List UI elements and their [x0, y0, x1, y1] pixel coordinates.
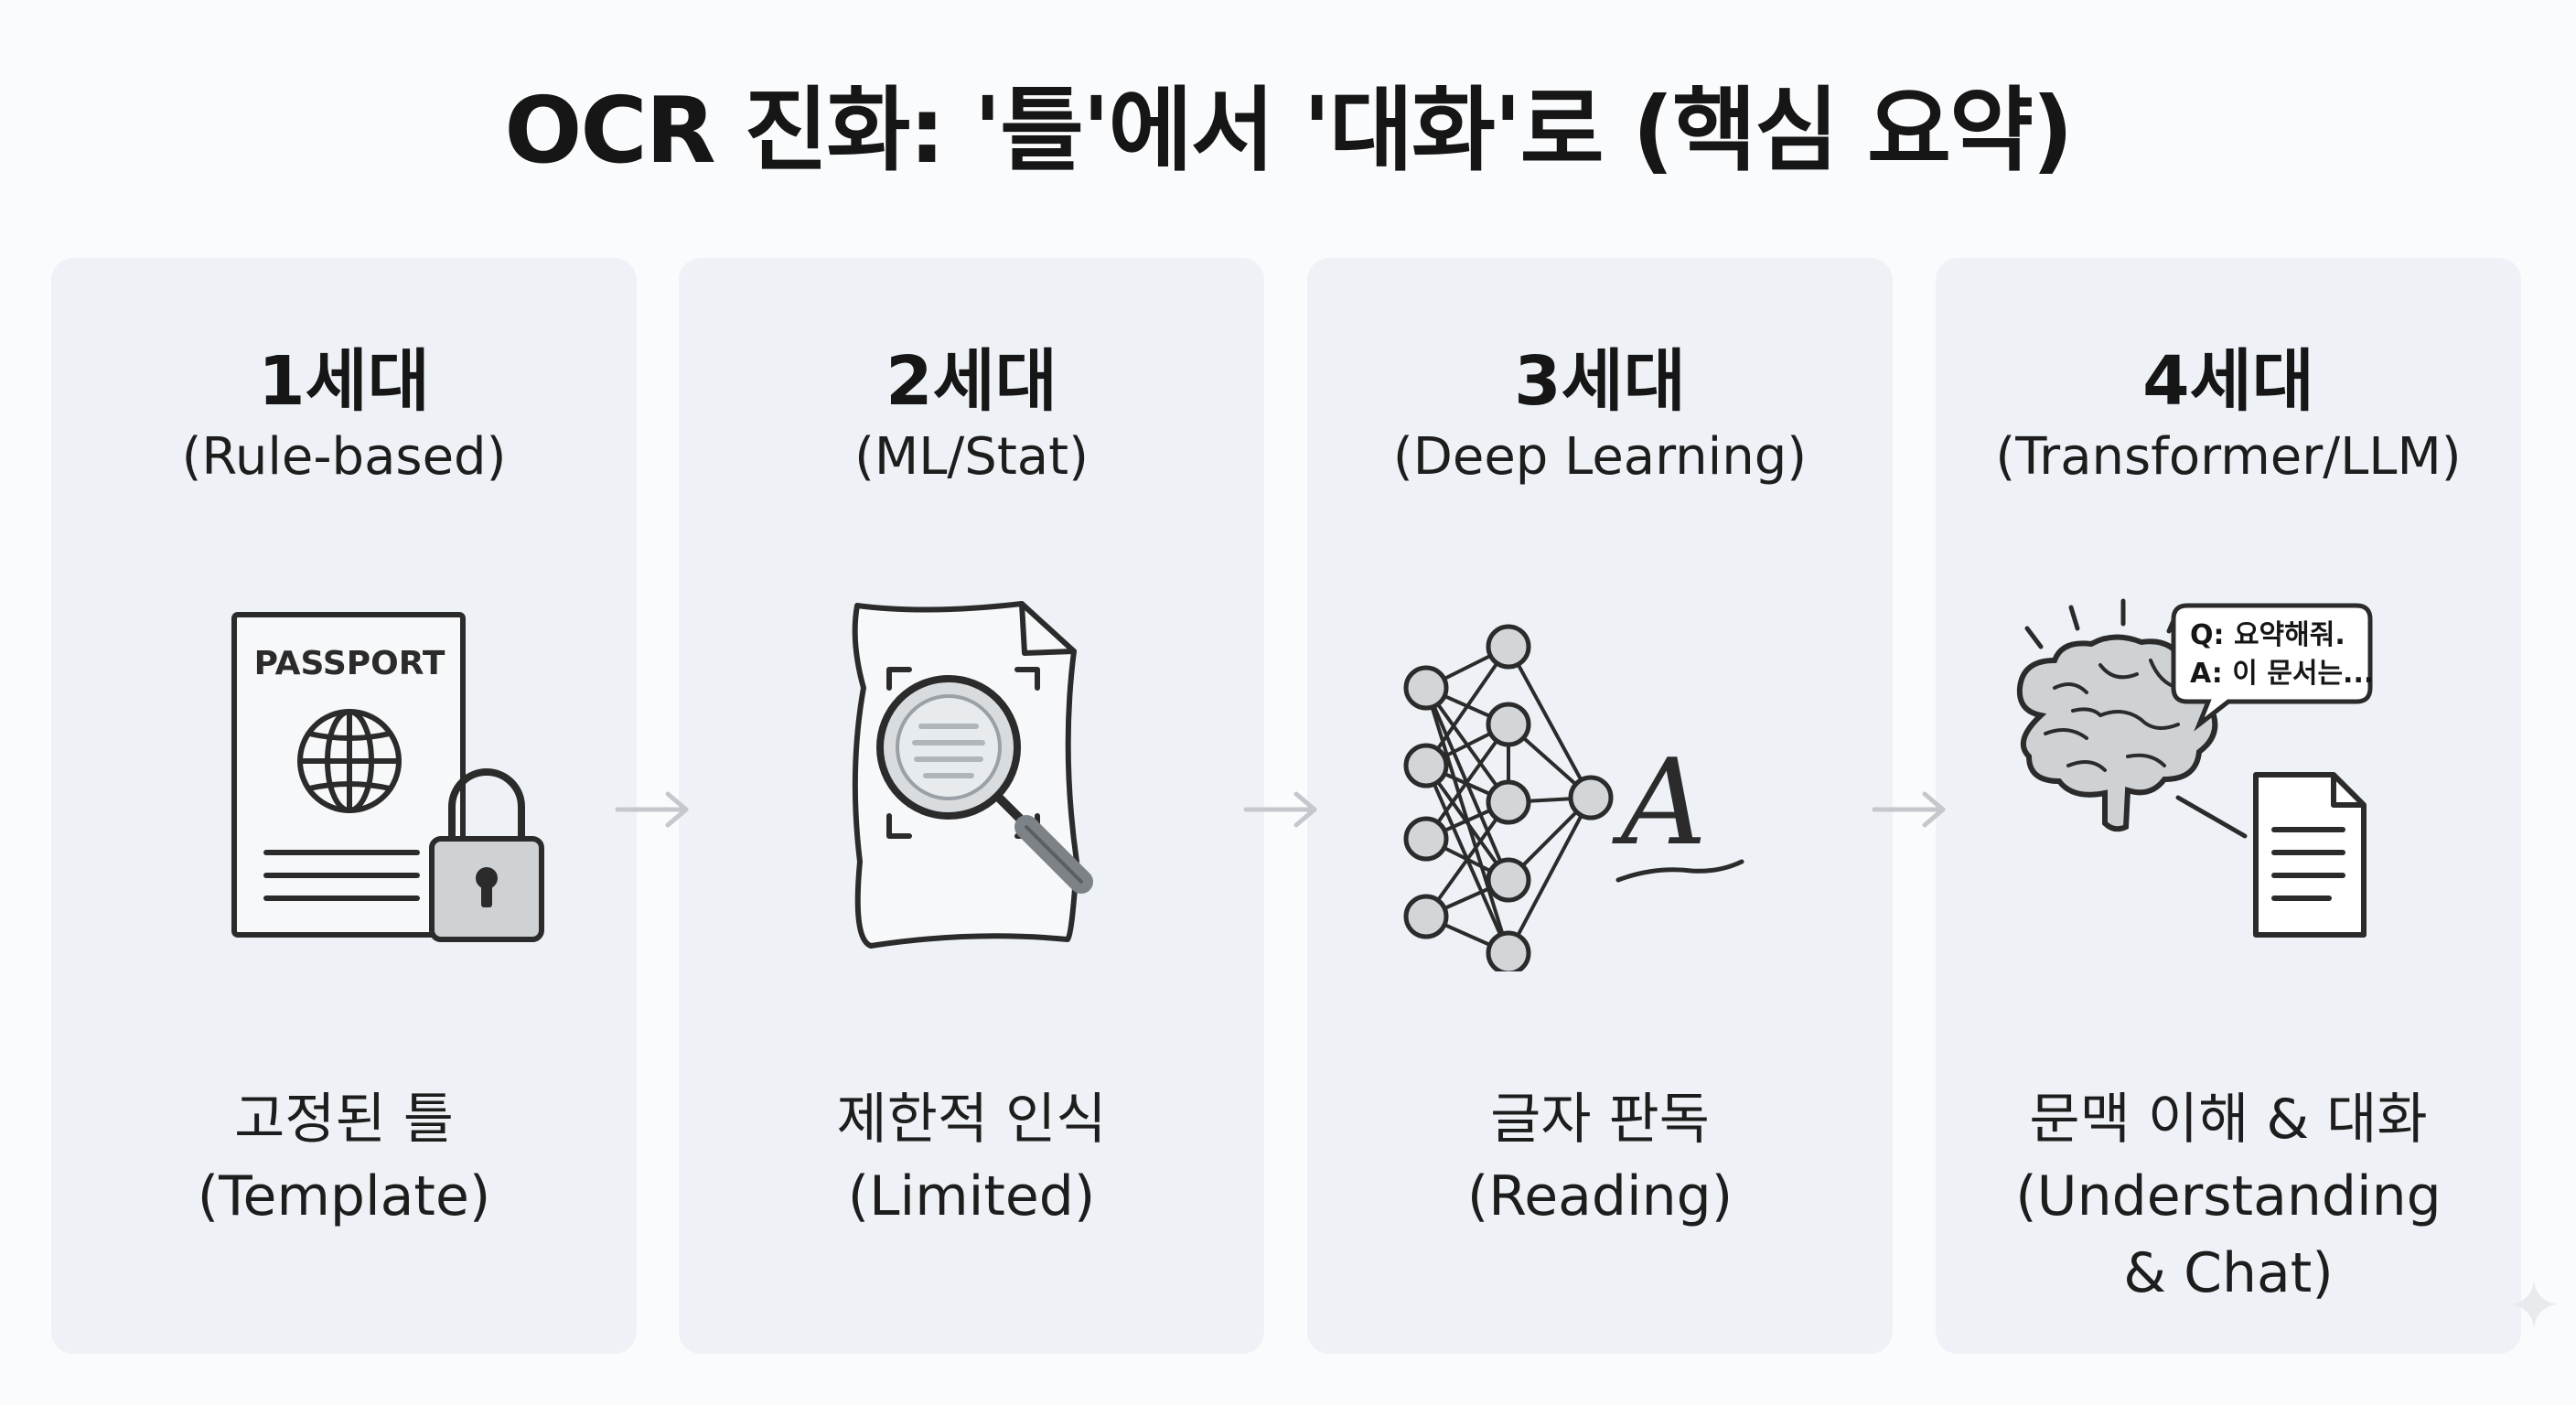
chat-bubble: Q: 요약해줘. A: 이 문서는... [2171, 603, 2374, 732]
passport-label: PASSPORT [254, 645, 445, 682]
stage-subtitle: (Transformer/LLM) [1995, 427, 2462, 487]
stage-panel-4: 4세대 (Transformer/LLM) [1936, 258, 2521, 1354]
stage-caption: 글자 판독 (Reading) [1307, 1081, 1893, 1235]
caption-line-2: (Understanding [2015, 1164, 2442, 1228]
document-icon [2253, 772, 2367, 938]
caption-line-3: & Chat) [2123, 1241, 2334, 1305]
arrow-right-icon [1243, 791, 1317, 828]
network-nodes [1403, 624, 1614, 971]
arrow-right-icon [615, 791, 689, 828]
stage-caption: 문맥 이해 & 대화 (Understanding & Chat) [1936, 1081, 2521, 1312]
stage-generation: 3세대 [1514, 342, 1686, 421]
stage-panel-1: 1세대 (Rule-based) PASSPORT [51, 258, 637, 1354]
stage-subtitle: (ML/Stat) [854, 427, 1089, 487]
caption-line-1: 제한적 인식 [836, 1088, 1107, 1152]
page-title: OCR 진화: '틀'에서 '대화'로 (핵심 요약) [504, 77, 2073, 184]
magnifier-document-icon [852, 601, 1093, 949]
stage-generation: 1세대 [258, 342, 430, 421]
caption-line-2: (Template) [197, 1164, 491, 1228]
magnifier-icon [876, 675, 1093, 894]
brain-chat-icon: Q: 요약해줘. A: 이 문서는... [2016, 598, 2374, 938]
neural-network-icon: A [1403, 624, 1744, 971]
chat-answer: A: 이 문서는... [2190, 658, 2374, 690]
caption-line-1: 고정된 틀 [234, 1088, 454, 1152]
stage-caption: 제한적 인식 (Limited) [679, 1081, 1264, 1235]
passport-lock-icon: PASSPORT [231, 612, 544, 942]
stage-generation: 4세대 [2142, 342, 2314, 421]
stage-panel-2: 2세대 (ML/Stat) [679, 258, 1264, 1354]
stage-generation: 2세대 [886, 342, 1057, 421]
brain-icon [2016, 634, 2218, 832]
stage-subtitle: (Rule-based) [181, 427, 507, 487]
caption-line-1: 글자 판독 [1490, 1088, 1710, 1152]
caption-line-2: (Limited) [847, 1164, 1096, 1228]
stage-caption: 고정된 틀 (Template) [51, 1081, 637, 1235]
stage-subtitle: (Deep Learning) [1392, 427, 1808, 487]
caption-line-2: (Reading) [1466, 1164, 1733, 1228]
caption-line-1: 문맥 이해 & 대화 [2029, 1088, 2428, 1152]
sparkle-icon [2510, 1281, 2558, 1328]
chat-question: Q: 요약해줘. [2190, 619, 2345, 651]
lock-icon [429, 768, 544, 942]
handwritten-letter: A [1612, 733, 1707, 872]
arrow-right-icon [1872, 791, 1946, 828]
stage-panel-3: 3세대 (Deep Learning) A [1307, 258, 1893, 1354]
